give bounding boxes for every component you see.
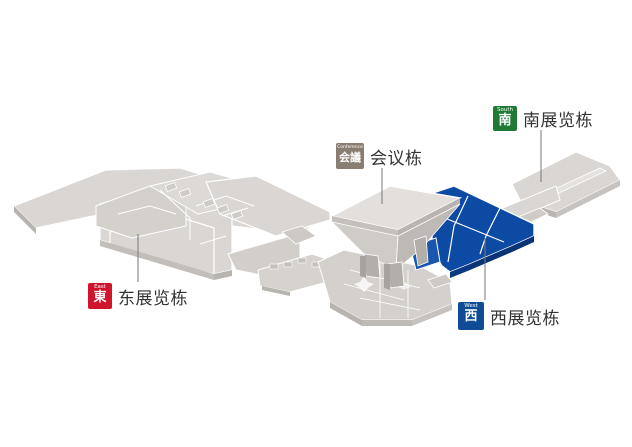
west-badge-zh: 西 <box>464 309 478 324</box>
east-badge-icon: East 東 <box>88 283 112 309</box>
east-hall-inner-walls <box>117 189 255 245</box>
east-badge-zh: 東 <box>93 290 107 305</box>
east-badge-en: East <box>94 284 106 290</box>
conference-badge-en: Conference <box>337 145 363 150</box>
west-badge-en: West <box>464 303 478 309</box>
south-badge-zh: 南 <box>498 113 512 128</box>
leader-lines <box>137 130 542 300</box>
conference-name: 会议栋 <box>370 148 423 169</box>
east-hall-small-rooms <box>164 181 244 221</box>
east-hall-label[interactable]: East 東 东展览栋 <box>88 283 188 309</box>
south-badge-en: South <box>497 107 513 113</box>
south-hall-name: 南展览栋 <box>523 111 593 131</box>
conference-building[interactable] <box>329 185 463 290</box>
east-hall-name: 东展览栋 <box>118 288 188 309</box>
south-hall[interactable] <box>497 151 621 225</box>
west-hall-name: 西展览栋 <box>490 308 560 329</box>
south-badge-icon: South 南 <box>493 106 517 131</box>
conference-badge-icon: Conference 会議 <box>336 143 364 169</box>
east-hall[interactable] <box>12 167 332 280</box>
conference-label[interactable]: Conference 会議 会议栋 <box>336 143 423 169</box>
west-hall-label[interactable]: West 西 西展览栋 <box>458 302 560 330</box>
conference-badge-zh: 会議 <box>339 151 361 164</box>
south-hall-label[interactable]: South 南 南展览栋 <box>493 106 593 131</box>
west-badge-icon: West 西 <box>458 302 484 330</box>
